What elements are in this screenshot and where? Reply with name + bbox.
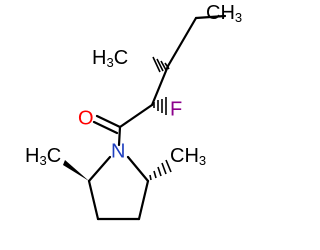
bond-ch2-c3 [166,16,198,68]
atom-ch3-left: H3C [25,145,61,168]
atom-ch3-right-sub: 3 [199,153,206,168]
svg-text:H3C: H3C [92,47,128,70]
oxygen-label: O [78,107,94,129]
bond-c2-c1 [118,103,154,129]
bond-c2r-c3r [137,179,150,221]
bond-c1-o-b [92,120,119,135]
svg-text:CH3: CH3 [206,2,242,25]
atom-ch3-left-tail: C [47,145,61,167]
atom-ch3-left-sub: 3 [39,153,46,168]
bond-c4r-c5r [87,179,100,221]
hashed-bond-ring-methyl-right [149,159,172,181]
atom-ch3-right: CH3 [170,145,206,168]
atom-fluorine: F [170,98,182,120]
svg-text:H3C: H3C [25,145,61,168]
bond-ch3-ch2 [194,14,227,20]
bond-c3-c2 [150,64,170,107]
molecule-diagram: CH3 H3C O F N H3C CH3 [25,2,242,221]
bond-n-c2r [126,155,150,183]
stereo-bonds [63,56,172,181]
atom-ch3-mid-tail: C [114,47,128,69]
atom-ch3-top: CH3 [206,2,242,25]
atom-nitrogen: N [111,140,125,162]
atom-ch3-top-main: CH [206,2,235,24]
bond-c1-o-a [95,114,122,129]
bond-c1-n [117,125,122,147]
svg-text:CH3: CH3 [170,145,206,168]
atom-oxygen: O [78,107,94,129]
hashed-bond-c3-methyl [152,56,170,73]
atom-ch3-right-main: CH [170,145,199,167]
bond-set [87,14,227,221]
atom-ch3-mid-sub: 3 [106,55,113,70]
nitrogen-label: N [111,140,125,162]
atom-ch3-mid: H3C [92,47,128,70]
fluorine-label: F [170,98,182,120]
bond-c5r-n [87,155,112,183]
atom-ch3-left-main: H [25,145,39,167]
wedge-bond-ring-methyl-left [63,160,89,181]
hashed-bond-c2-fluorine [153,97,167,115]
atom-ch3-mid-main: H [92,47,106,69]
atom-ch3-top-sub: 3 [235,10,242,25]
